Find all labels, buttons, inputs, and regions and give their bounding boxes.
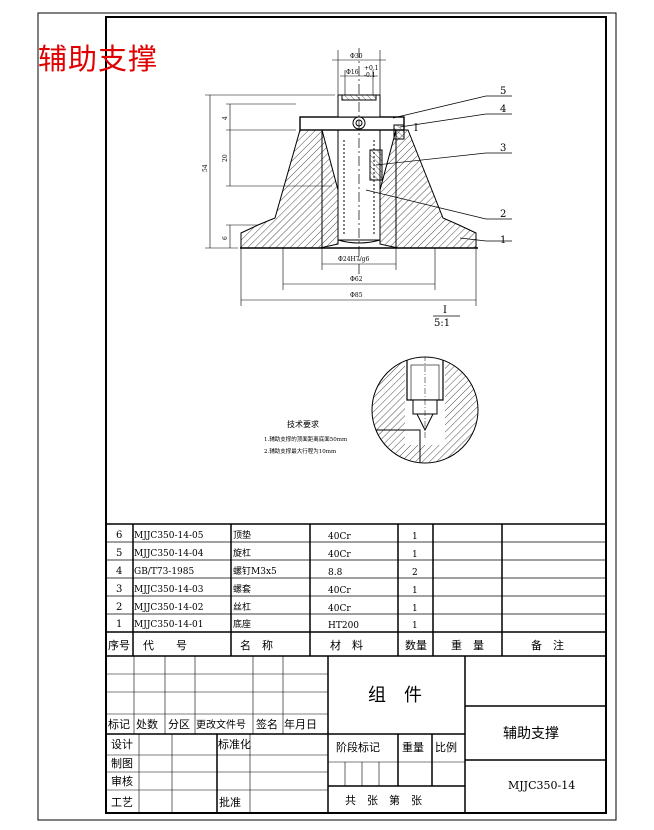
bom-code: MJJC350-14-01 — [134, 620, 203, 630]
bom-header-remark: 备 注 — [531, 638, 564, 652]
bom-seq: 6 — [116, 530, 122, 541]
stage-label: 阶段标记 — [336, 740, 380, 754]
bom-qty: 1 — [412, 604, 418, 614]
dim-tol-bot: -0.1 — [364, 72, 376, 79]
bom-code: MJJC350-14-05 — [134, 531, 204, 541]
check-label: 审核 — [111, 774, 133, 788]
tech-title: 技术要求 — [287, 419, 319, 429]
bom-seq: 1 — [116, 619, 122, 630]
detail-label-top: I — [443, 305, 447, 316]
bom-qty: 1 — [412, 550, 418, 560]
bom-header-weight: 重 量 — [451, 638, 484, 652]
rev-label-zone: 分区 — [168, 718, 190, 731]
drawing-number: MJJC350-14 — [508, 779, 575, 792]
std-label: 标准化 — [218, 737, 251, 751]
weight-label: 重量 — [402, 740, 424, 754]
sheets-label: 共 张 第 张 — [345, 793, 422, 807]
bom-material: 40Cr — [328, 586, 351, 596]
bom-qty: 1 — [412, 532, 418, 542]
bom-table — [106, 523, 606, 657]
outer-border — [37, 12, 617, 821]
dim-4: 4 — [222, 116, 229, 120]
dim-phi24: Φ24H7/g6 — [338, 256, 369, 263]
tech-req-1: 1.辅助支撑的顶面距离底面50mm — [264, 435, 348, 443]
rev-label-mark: 标记 — [108, 717, 130, 731]
title-block-lines — [106, 656, 606, 813]
bom-header-name: 名 称 — [240, 638, 273, 652]
section-mark: I — [414, 123, 418, 134]
process-label: 工艺 — [111, 796, 133, 809]
detail-view — [371, 356, 479, 464]
bom-row: 2 MJJC350-14-02 丝杠 40Cr 1 — [116, 601, 418, 614]
bom-seq: 3 — [116, 584, 122, 595]
bom-code: GB/T73-1985 — [134, 567, 195, 577]
inner-border — [105, 16, 607, 814]
rev-label-count: 处数 — [136, 718, 158, 731]
bom-code: MJJC350-14-02 — [134, 603, 203, 613]
bom-name: 底座 — [233, 618, 251, 630]
bom-name: 丝杠 — [233, 601, 251, 613]
approve-label: 批准 — [219, 795, 241, 809]
bom-row: 1 MJJC350-14-01 底座 HT200 1 — [116, 618, 418, 631]
tech-req-2: 2.辅助支撑最大行程为10mm — [264, 447, 337, 455]
callout-4: 4 — [500, 104, 506, 115]
bom-code: MJJC350-14-03 — [134, 585, 204, 595]
bom-row: 3 MJJC350-14-03 螺套 40Cr 1 — [116, 583, 418, 596]
bom-row: 6 MJJC350-14-05 顶垫 40Cr 1 — [116, 529, 418, 542]
rev-label-date: 年月日 — [284, 717, 317, 731]
dim-phi16: Φ16 — [346, 69, 359, 76]
dim-20: 20 — [222, 154, 229, 162]
assembly-label: 组 件 — [368, 685, 422, 706]
callout-5: 5 — [500, 86, 506, 97]
bom-name: 螺钉M3x5 — [233, 566, 277, 577]
dim-6: 6 — [222, 236, 229, 240]
bom-material: 40Cr — [328, 532, 351, 542]
bom-header-material: 材 料 — [330, 638, 363, 652]
dim-phi85: Φ85 — [350, 292, 363, 299]
bom-header-seq: 序号 — [108, 638, 130, 652]
drawn-label: 制图 — [111, 757, 133, 770]
callout-numbers: 5 4 3 2 1 I — [414, 86, 506, 246]
dim-54: 54 — [202, 164, 209, 172]
bom-qty: 2 — [412, 568, 418, 578]
bom-qty: 1 — [412, 621, 418, 631]
bom-seq: 2 — [116, 602, 122, 613]
page-title: 辅助支撑 — [38, 42, 159, 76]
bom-row: 5 MJJC350-14-04 旋杠 40Cr 1 — [116, 547, 418, 560]
bom-material: HT200 — [328, 621, 359, 631]
bom-name: 螺套 — [233, 583, 251, 595]
callout-3: 3 — [500, 143, 506, 154]
bom-qty: 1 — [412, 586, 418, 596]
bom-name: 旋杠 — [233, 547, 251, 559]
design-label: 设计 — [111, 738, 133, 751]
bom-material: 40Cr — [328, 550, 351, 560]
bom-name: 顶垫 — [233, 529, 251, 541]
bom-header-row: 序号 代 号 名 称 材 料 数量 重 量 备 注 — [108, 638, 564, 652]
bom-material: 40Cr — [328, 604, 351, 614]
assembly-view — [205, 48, 512, 306]
dim-tol-top: +0.1 — [364, 65, 379, 72]
bom-code: MJJC350-14-04 — [134, 549, 204, 559]
dim-phi30: Φ30 — [350, 53, 363, 60]
callout-1: 1 — [500, 235, 506, 246]
bom-header-code: 代 号 — [143, 639, 187, 652]
dimension-labels: Φ30 Φ16 +0.1 -0.1 54 20 4 6 Φ24H7/g6 Φ62… — [202, 53, 379, 299]
callout-2: 2 — [500, 209, 506, 220]
scale-label: 比例 — [435, 740, 457, 754]
rev-label-sign: 签名 — [256, 717, 278, 731]
detail-label-bottom: 5:1 — [434, 318, 450, 329]
rev-label-doc: 更改文件号 — [196, 718, 246, 731]
title-block-text: 组 件 辅助支撑 MJJC350-14 标记 处数 分区 更改文件号 签名 年月… — [108, 685, 575, 809]
detail-label: I 5:1 — [433, 305, 460, 329]
bom-rows: 6 MJJC350-14-05 顶垫 40Cr 1 5 MJJC350-14-0… — [108, 529, 564, 652]
part-name-label: 辅助支撑 — [503, 726, 559, 742]
bom-header-qty: 数量 — [405, 639, 427, 652]
bom-material: 8.8 — [328, 568, 343, 578]
bom-seq: 5 — [116, 548, 122, 559]
bom-seq: 4 — [116, 566, 122, 577]
dim-phi62: Φ62 — [350, 276, 363, 283]
bom-row: 4 GB/T73-1985 螺钉M3x5 8.8 2 — [116, 566, 418, 578]
tech-requirements: 技术要求 1.辅助支撑的顶面距离底面50mm 2.辅助支撑最大行程为10mm — [264, 419, 348, 455]
